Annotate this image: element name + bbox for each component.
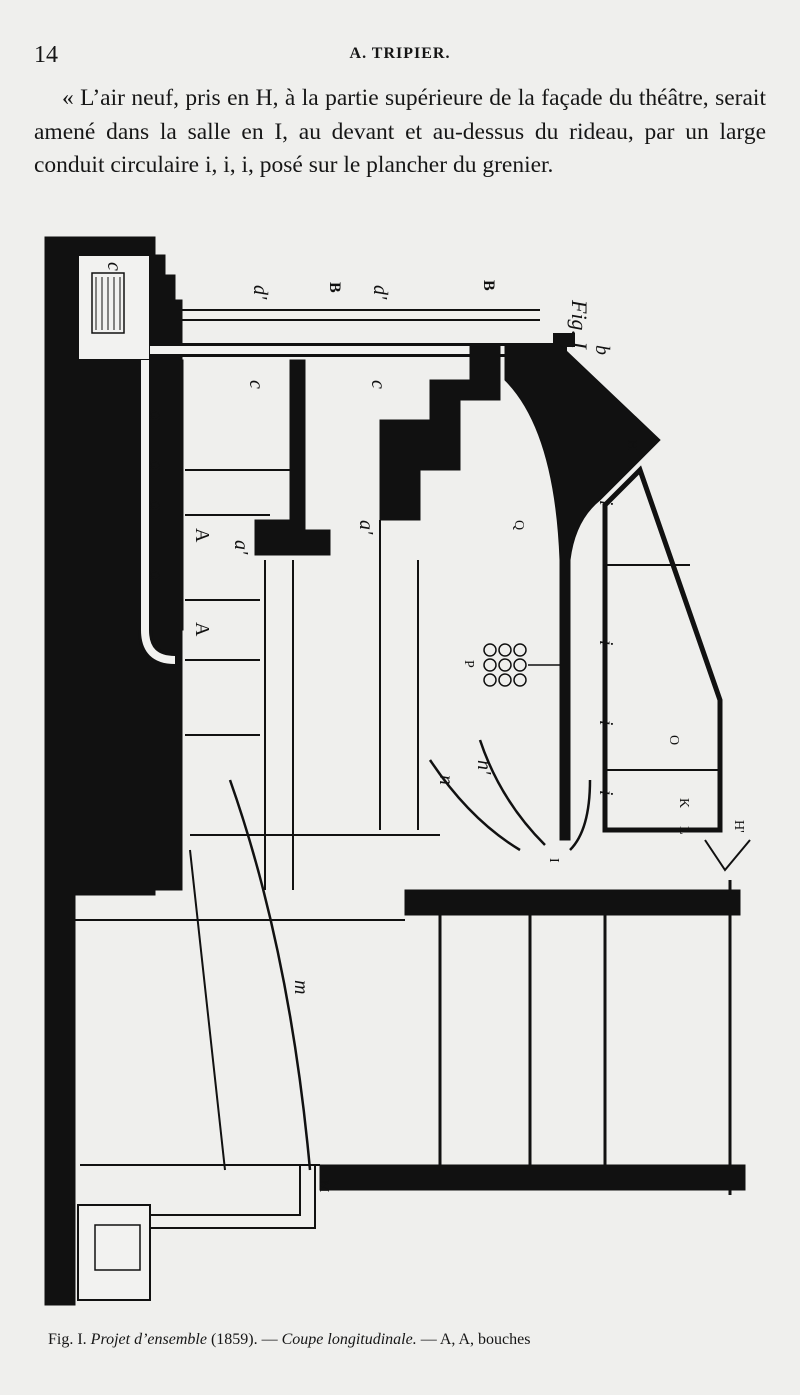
running-head: A. TRIPIER. <box>349 45 451 62</box>
caption-year: (1859). <box>210 1331 258 1348</box>
duct-a <box>138 333 575 667</box>
bottom-heater-box <box>77 1204 151 1301</box>
figure-label: i <box>595 500 617 506</box>
roof <box>602 465 723 833</box>
floor-beam <box>404 889 741 916</box>
chandelier <box>483 643 560 687</box>
left-wall <box>44 236 183 1306</box>
figure-label: a <box>145 570 167 580</box>
figure-label: b <box>591 345 613 355</box>
figure-label: d' <box>249 285 271 300</box>
figure-label: a <box>145 500 167 510</box>
figure-caption: Fig. I. Projet d’ensemble (1859). — Coup… <box>48 1331 530 1349</box>
figure-label: A <box>191 528 213 543</box>
proscenium <box>504 344 661 841</box>
figure-label: m <box>290 980 312 994</box>
figure-label: B <box>480 280 497 291</box>
tier-2 <box>379 344 501 521</box>
figure-label: i <box>595 720 617 726</box>
figure-label: c <box>103 262 125 271</box>
building-section <box>44 236 751 1306</box>
figure-label: A <box>191 622 213 637</box>
figure-label: B <box>326 282 343 293</box>
figure-labels: Fig. I c d' d' B B b c c a a a a A A a' … <box>103 262 746 1193</box>
figure-label: H <box>624 440 639 450</box>
figure-label: L <box>676 826 691 835</box>
figure-label: K <box>676 798 691 808</box>
figure-title: Fig. I <box>567 299 592 351</box>
figure-label: c <box>245 380 267 389</box>
figure-label: i <box>595 790 617 796</box>
figure-label: M <box>316 1180 331 1193</box>
figure-label: H' <box>731 820 746 833</box>
figure-label: a' <box>355 520 377 535</box>
caption-subtitle: Coupe longitudinale. <box>281 1331 417 1348</box>
figure-label: P <box>461 660 476 668</box>
caption-dash: — <box>420 1331 437 1348</box>
duct-m <box>150 1165 316 1229</box>
tier-1 <box>254 359 331 556</box>
figure-label: i <box>595 640 617 646</box>
figure-label: a <box>145 460 167 470</box>
figure-label: c <box>367 380 389 389</box>
figure-label: n' <box>473 760 495 775</box>
figure-label: d' <box>369 285 391 300</box>
caption-tail: A, A, bouches <box>439 1331 531 1348</box>
caption-prefix: Fig. I. <box>48 1331 87 1348</box>
page-number: 14 <box>34 42 58 68</box>
figure-label: I <box>546 858 561 863</box>
figure-label: a <box>145 410 167 420</box>
caption-title: Projet d’ensemble <box>90 1331 207 1348</box>
body-paragraph: « L’air neuf, pris en H, à la partie sup… <box>34 85 766 178</box>
figure-label: Q <box>511 520 526 530</box>
figure-label: n <box>435 775 457 785</box>
figure-label: a' <box>230 540 252 555</box>
caption-dash: — <box>261 1331 278 1348</box>
figure-label: O <box>666 735 681 745</box>
base-beam <box>319 1164 746 1191</box>
